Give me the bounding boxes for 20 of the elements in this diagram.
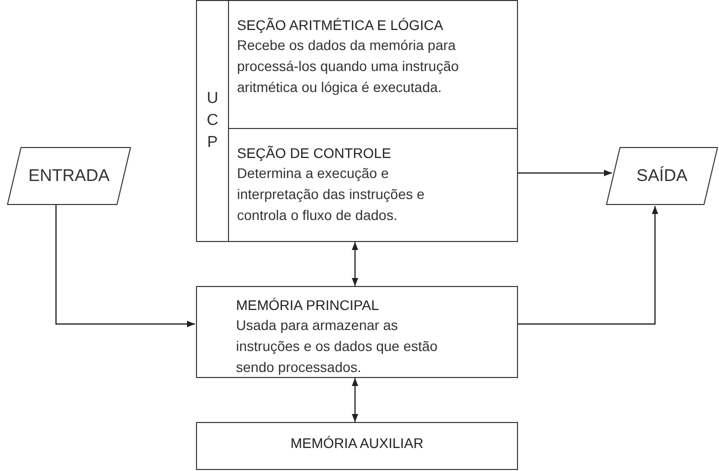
io-label: SAÍDA <box>636 165 688 188</box>
arrow <box>352 378 358 422</box>
arrow <box>352 242 358 286</box>
io-parallelogram <box>606 147 718 205</box>
io-label: ENTRADA <box>28 165 110 188</box>
description-text: Usada para armazenar as instruções e os dados que estão sendo processados. <box>236 316 439 377</box>
arrow <box>518 170 612 176</box>
cpu-box <box>196 0 518 242</box>
memory-box <box>196 422 518 470</box>
section-title: SEÇÃO ARITMÉTICA E LÓGICA <box>237 16 444 35</box>
io-parallelogram <box>7 147 131 205</box>
section-title: MEMÓRIA AUXILIAR <box>290 434 424 453</box>
section-title: SEÇÃO DE CONTROLE <box>237 144 392 163</box>
description-text: Determina a execução e interpretação das instruções e controla o fluxo de dados. <box>237 164 426 225</box>
vertical-label: UCP <box>206 89 220 153</box>
arrow <box>518 206 658 325</box>
arrow <box>55 205 195 328</box>
section-title: MEMÓRIA PRINCIPAL <box>236 296 380 315</box>
description-text: Recebe os dados da memória para processá-los quando uma instrução aritmética ou lógica é executada. <box>237 36 460 97</box>
memory-box <box>196 286 518 378</box>
